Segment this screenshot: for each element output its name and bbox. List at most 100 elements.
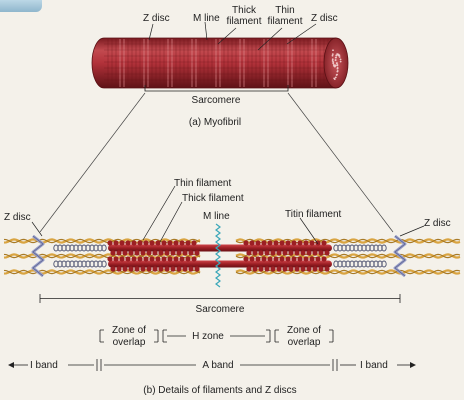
zone-brackets	[99, 329, 334, 343]
titin-filaments	[53, 244, 387, 268]
panel-b-sarcomere-bracket	[39, 294, 401, 303]
myosin-head	[282, 266, 288, 272]
myosin-head	[140, 250, 146, 256]
myosin-head	[288, 266, 294, 272]
myosin-head	[270, 250, 276, 256]
label-titin-filament: Titin filament	[285, 209, 342, 220]
myosin-head	[173, 240, 179, 246]
panel-a-leader-lines	[148, 21, 317, 51]
zoom-lines	[39, 92, 394, 233]
myosin-head	[179, 256, 185, 262]
myosin-head	[306, 250, 312, 256]
myosin-head	[264, 250, 270, 256]
myosin-head	[294, 266, 300, 272]
myosin-head	[158, 250, 164, 256]
myosin-head	[288, 250, 294, 256]
myosin-head	[309, 256, 315, 262]
myosin-head	[149, 256, 155, 262]
myosin-head	[179, 240, 185, 246]
myosin-head	[321, 240, 327, 246]
label-thin-filament-a: Thin filament	[267, 5, 303, 27]
titin-coil	[381, 260, 387, 268]
myosin-head	[134, 250, 140, 256]
end-dot	[337, 54, 340, 57]
end-dot	[336, 67, 339, 70]
myosin-head	[294, 250, 300, 256]
myosin-head	[267, 240, 273, 246]
label-i-band-right: I band	[360, 360, 388, 371]
label-sarcomere-a: Sarcomere	[191, 95, 241, 106]
myosin-head	[188, 266, 194, 272]
end-dot	[338, 56, 341, 58]
myosin-head	[291, 240, 297, 246]
label-thick-filament-a: Thick filament	[226, 5, 262, 27]
label-z-disc-b-right: Z disc	[424, 218, 451, 229]
myosin-head	[131, 240, 137, 246]
myosin-head	[185, 240, 191, 246]
myosin-head	[318, 250, 324, 256]
myosin-head	[243, 240, 249, 246]
myosin-head	[258, 266, 264, 272]
myosin-head	[249, 256, 255, 262]
label-zone-overlap-right-2: overlap	[287, 337, 321, 348]
myosin-head	[258, 250, 264, 256]
caption-panel-a: (a) Myofibril	[188, 117, 242, 128]
myosin-head	[321, 256, 327, 262]
myosin-head	[324, 250, 330, 256]
end-dot	[334, 59, 337, 61]
myosin-head	[176, 266, 182, 272]
myofibril-cylinder	[91, 37, 349, 89]
end-dot	[334, 64, 337, 67]
myosin-head	[155, 256, 161, 262]
end-dot	[335, 62, 338, 65]
label-thick-filament-b: Thick filament	[182, 193, 244, 204]
band-arrows	[8, 359, 416, 371]
end-dot	[336, 64, 339, 67]
myosin-head	[134, 266, 140, 272]
myosin-head	[125, 256, 131, 262]
end-dot	[335, 56, 337, 59]
label-zone-overlap-right-1: Zone of	[287, 325, 321, 336]
myosin-head	[167, 256, 173, 262]
myosin-head	[116, 266, 122, 272]
label-z-disc-a-right: Z disc	[311, 13, 338, 24]
end-dot	[332, 49, 334, 52]
myosin-head	[110, 266, 116, 272]
thin-filament-strand	[235, 253, 461, 259]
myosin-head	[158, 266, 164, 272]
myosin-head	[173, 256, 179, 262]
book-corner-graphic	[0, 0, 42, 12]
myosin-head	[152, 266, 158, 272]
myosin-head	[255, 256, 261, 262]
myosin-head	[324, 266, 330, 272]
myosin-head	[264, 266, 270, 272]
myosin-head	[270, 266, 276, 272]
label-a-band: A band	[202, 360, 234, 371]
myosin-head	[143, 240, 149, 246]
myosin-head	[122, 250, 128, 256]
end-dot	[335, 74, 338, 76]
myosin-head	[276, 266, 282, 272]
end-dot	[336, 53, 339, 56]
filament-assembly	[3, 223, 461, 288]
myosin-head	[309, 240, 315, 246]
myosin-head	[252, 250, 258, 256]
thick-filaments	[107, 240, 332, 272]
myosin-head	[312, 266, 318, 272]
thick-filament-shaft	[108, 244, 332, 252]
myosin-head	[149, 240, 155, 246]
myosin-head	[110, 250, 116, 256]
myosin-head	[282, 250, 288, 256]
label-zone-overlap-left-2: overlap	[112, 337, 146, 348]
titin-coil	[381, 244, 387, 252]
myosin-head	[128, 250, 134, 256]
myosin-head	[116, 250, 122, 256]
myosin-head	[113, 256, 119, 262]
end-dot	[334, 76, 337, 79]
myosin-head	[191, 240, 197, 246]
myosin-head	[291, 256, 297, 262]
caption-panel-b: (b) Details of filaments and Z discs	[143, 385, 297, 396]
thin-filament-strand	[235, 269, 461, 275]
myosin-head	[164, 250, 170, 256]
m-line-path	[215, 223, 221, 288]
